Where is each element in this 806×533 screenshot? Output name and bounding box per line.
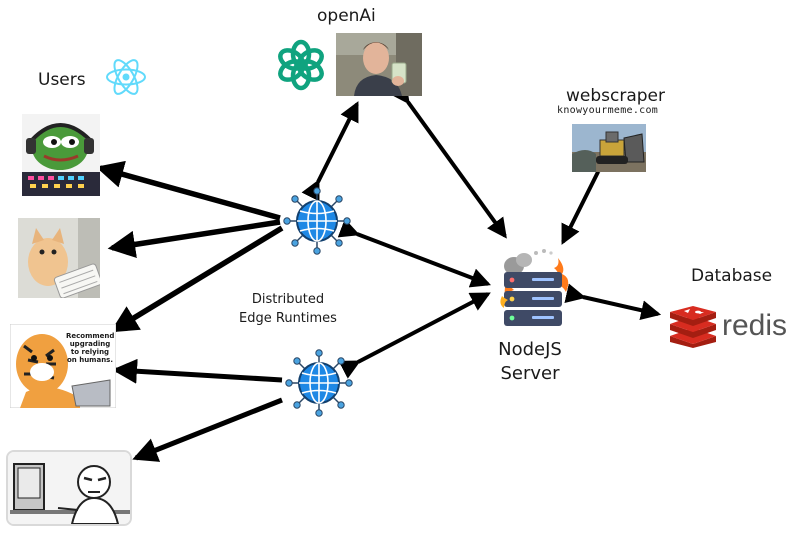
arrow-edge1-to-cat xyxy=(107,219,281,259)
edge-runtime-2-globe-network-icon xyxy=(284,348,354,418)
redis-wordmark: redis xyxy=(722,309,788,342)
arrow-webscraper-server xyxy=(561,152,615,245)
edge-runtimes-label-line2: Edge Runtimes xyxy=(239,311,337,326)
edge-runtimes-label: Distributed Edge Runtimes xyxy=(226,290,350,328)
arrow-server-redis xyxy=(564,283,662,321)
user-pepe-gamer-image xyxy=(22,114,100,196)
arrow-edge1-to-pepe xyxy=(95,160,281,221)
edge-runtime-1-globe-network-icon xyxy=(282,186,352,256)
user-tiger-laptop-image: Recommend upgrading to relying on humans… xyxy=(10,324,116,408)
nodejs-server-label-line2: Server xyxy=(500,363,560,384)
arrow-edge2-to-tiger xyxy=(112,358,283,384)
edge-runtimes-label-line1: Distributed xyxy=(251,292,325,307)
arrow-edge2-server xyxy=(338,292,491,379)
server-on-fire-icon xyxy=(496,244,574,332)
openai-label: openAi xyxy=(317,6,376,26)
arrow-edge1-server xyxy=(337,218,491,288)
tiger-meme-text: Recommend upgrading to relying on humans… xyxy=(66,332,115,364)
arrow-openai-server xyxy=(390,82,507,239)
openai-logo-icon xyxy=(272,36,330,94)
users-label: Users xyxy=(38,70,86,90)
nodejs-server-label-line1: NodeJS xyxy=(498,339,562,360)
webscraper-site-label: knowyourmeme.com xyxy=(557,105,659,116)
arrow-edge1-to-tiger xyxy=(110,225,284,333)
arrow-edge1-openai xyxy=(301,101,359,202)
user-cat-keyboard-image xyxy=(18,218,100,298)
react-icon xyxy=(104,57,148,97)
webscraper-label: webscraper xyxy=(566,86,666,106)
database-label: Database xyxy=(691,266,773,286)
webscraper-bulldozer-photo xyxy=(572,124,646,172)
arrow-edge2-to-computer-guy xyxy=(132,397,283,462)
nodejs-server-label: NodeJS Server xyxy=(476,338,584,386)
redis-cube-icon xyxy=(668,306,718,348)
openai-person-photo xyxy=(336,33,422,96)
user-computer-guy-image xyxy=(6,450,132,526)
